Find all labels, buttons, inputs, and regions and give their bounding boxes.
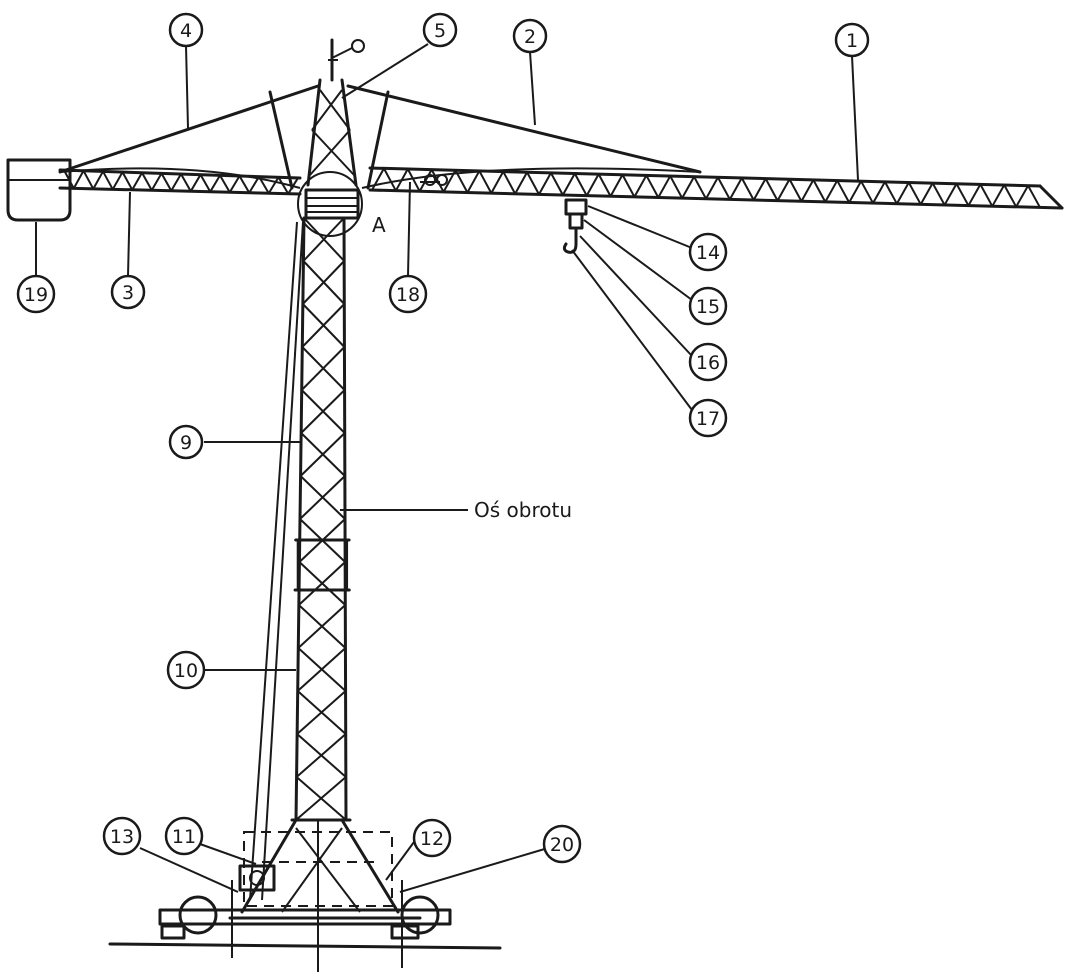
callout-1: 1 [834,22,870,58]
callout-5: 5 [422,12,458,48]
trolley [564,198,588,216]
svg-text:14: 14 [696,242,720,264]
svg-text:16: 16 [696,352,720,374]
main-jib [368,166,1064,210]
pendant-cables [58,84,702,189]
tower-mast [290,216,352,822]
callout-12: 12 [412,818,452,858]
wheel-left [178,895,218,935]
callout-9: 9 [168,424,204,460]
svg-text:13: 13 [110,826,134,848]
callout-19: 19 [16,274,56,314]
callout-20: 20 [542,824,582,864]
detail-a-label: A [372,213,386,237]
svg-text:19: 19 [24,284,48,306]
ballast-outline [243,831,393,907]
svg-text:18: 18 [396,284,420,306]
callout-15: 15 [688,286,728,326]
crane-base [158,820,452,972]
svg-text:9: 9 [180,432,192,454]
svg-text:4: 4 [180,20,192,42]
wheel-right [400,895,440,935]
callout-14: 14 [688,232,728,272]
callout-18: 18 [388,274,428,314]
callout-11: 11 [164,816,204,856]
svg-text:15: 15 [696,296,720,318]
counter-jib [58,168,302,196]
svg-text:1: 1 [846,30,858,52]
jib-trolley-winch [424,174,448,186]
detail-a-circle [297,171,363,237]
leader-lines [35,43,859,893]
trolley-hook-assembly [562,198,588,254]
svg-text:11: 11 [172,826,196,848]
svg-text:10: 10 [174,660,198,682]
callout-10: 10 [166,650,206,690]
slewing-ring [304,188,360,220]
svg-text:12: 12 [420,828,444,850]
callout-13: 13 [102,816,142,856]
crane-crown [268,38,390,237]
counterweight [6,158,72,222]
winch-block [238,864,276,892]
callout-16: 16 [688,342,728,382]
svg-text:2: 2 [524,26,536,48]
svg-text:20: 20 [550,834,574,856]
callout-4: 4 [168,12,204,48]
rotation-axis-label: Oś obrotu [474,498,572,522]
svg-text:17: 17 [696,408,720,430]
callout-3: 3 [110,274,146,310]
svg-text:5: 5 [434,20,446,42]
mast-stay-cable [249,221,304,901]
callout-2: 2 [512,18,548,54]
ground-line [108,942,502,950]
hook-icon [562,226,578,254]
svg-text:3: 3 [122,282,134,304]
callout-17: 17 [688,398,728,438]
